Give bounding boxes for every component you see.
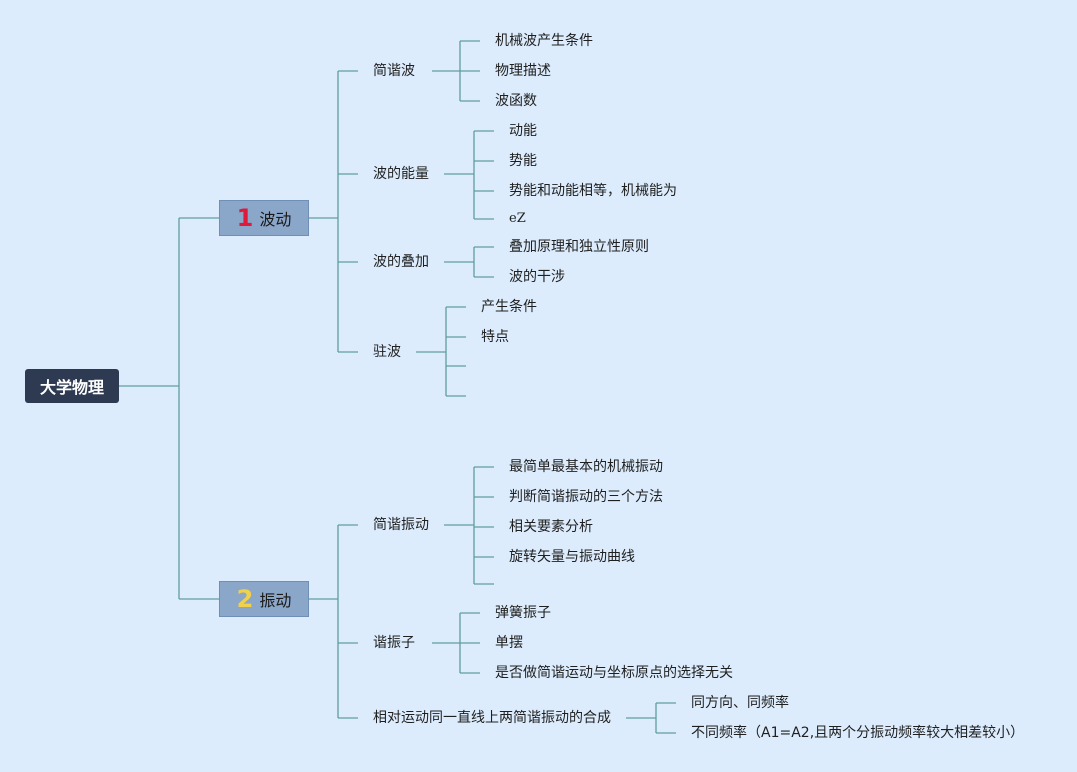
subtopic-simple-harmonic-motion[interactable]: 简谐振动 bbox=[373, 517, 429, 533]
leaf-three-methods[interactable]: 判断简谐振动的三个方法 bbox=[509, 489, 663, 505]
leaf-wave-interference[interactable]: 波的干涉 bbox=[509, 269, 565, 285]
leaf-origin-independence[interactable]: 是否做简谐运动与坐标原点的选择无关 bbox=[495, 665, 733, 681]
root-node[interactable]: 大学物理 bbox=[25, 369, 119, 403]
leaf-superposition-principle[interactable]: 叠加原理和独立性原则 bbox=[509, 239, 649, 255]
leaf-same-direction-frequency[interactable]: 同方向、同频率 bbox=[691, 695, 789, 711]
leaf-pendulum[interactable]: 单摆 bbox=[495, 635, 523, 651]
subtopic-harmonic-oscillator[interactable]: 谐振子 bbox=[373, 635, 415, 651]
subtopic-simple-harmonic-wave[interactable]: 简谐波 bbox=[373, 63, 415, 79]
topic-label-wave: 波动 bbox=[259, 210, 292, 229]
topic-label-vibration: 振动 bbox=[259, 591, 292, 610]
leaf-element-analysis[interactable]: 相关要素分析 bbox=[509, 519, 593, 535]
leaf-standing-features[interactable]: 特点 bbox=[481, 329, 509, 345]
leaf-mechanical-wave-condition[interactable]: 机械波产生条件 bbox=[495, 33, 593, 49]
root-label: 大学物理 bbox=[39, 378, 104, 397]
subtopic-vibration-composition[interactable]: 相对运动同一直线上两简谐振动的合成 bbox=[373, 710, 611, 726]
topic-wave[interactable]: 1 波动 bbox=[219, 200, 309, 236]
leaf-energy-equal[interactable]: 势能和动能相等，机械能为 bbox=[509, 183, 677, 199]
leaf-potential-energy[interactable]: 势能 bbox=[509, 153, 537, 169]
leaf-spring-oscillator[interactable]: 弹簧振子 bbox=[495, 605, 551, 621]
topic-number-1: 1 bbox=[236, 204, 254, 232]
leaf-physical-description[interactable]: 物理描述 bbox=[495, 63, 551, 79]
subtopic-wave-superposition[interactable]: 波的叠加 bbox=[373, 254, 429, 270]
leaf-simplest-vibration[interactable]: 最简单最基本的机械振动 bbox=[509, 459, 663, 475]
leaf-standing-condition[interactable]: 产生条件 bbox=[481, 299, 537, 315]
leaf-ez[interactable]: eZ bbox=[509, 211, 526, 226]
leaf-rotating-vector[interactable]: 旋转矢量与振动曲线 bbox=[509, 549, 635, 565]
leaf-wave-function[interactable]: 波函数 bbox=[495, 93, 537, 109]
subtopic-standing-wave[interactable]: 驻波 bbox=[373, 344, 401, 360]
leaf-different-frequency[interactable]: 不同频率（A1=A2,且两个分振动频率较大相差较小） bbox=[691, 725, 1025, 741]
topic-number-2: 2 bbox=[236, 585, 254, 613]
subtopic-wave-energy[interactable]: 波的能量 bbox=[373, 166, 429, 182]
leaf-kinetic-energy[interactable]: 动能 bbox=[509, 123, 537, 139]
topic-vibration[interactable]: 2 振动 bbox=[219, 581, 309, 617]
